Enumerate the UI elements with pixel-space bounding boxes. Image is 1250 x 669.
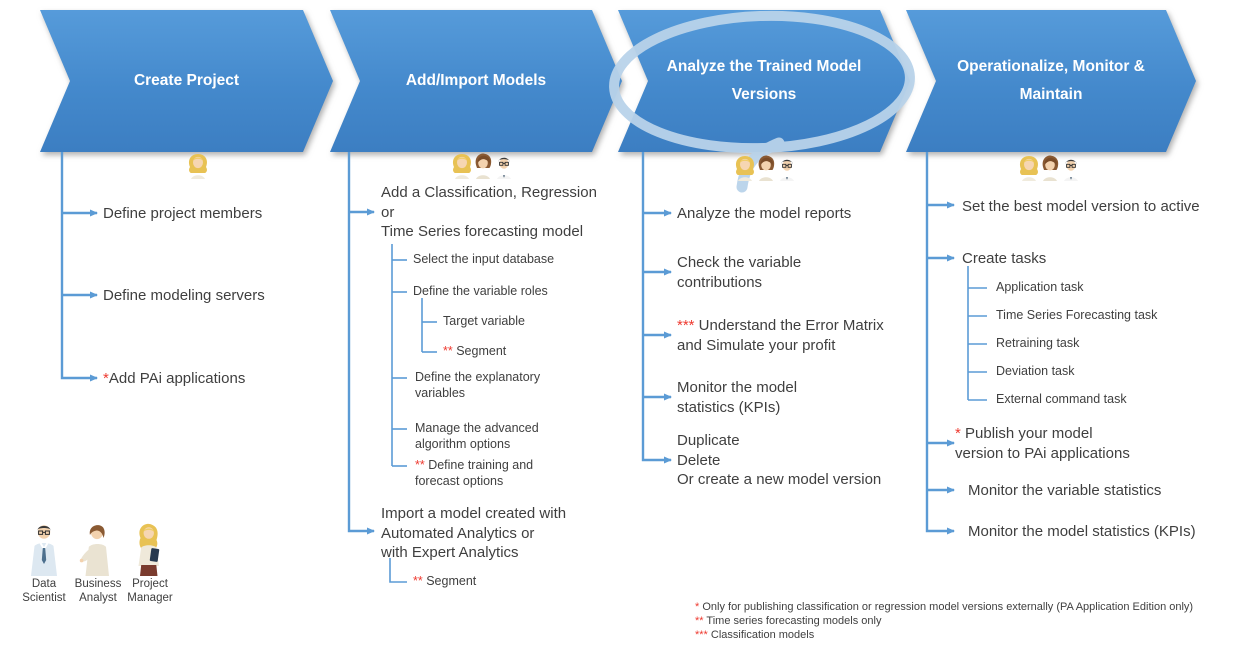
task-text: Add PAi applications — [108, 370, 246, 387]
footnote-text: Only for publishing classification or re… — [699, 601, 1194, 613]
task-text: Publish your model version to PAi applic… — [955, 425, 1130, 462]
stage-label: Analyze the Trained Model Versions — [666, 58, 862, 103]
data-scientist-icon — [1059, 153, 1083, 181]
task-text: Segment — [422, 574, 477, 588]
footnote-marker: ** — [415, 458, 425, 472]
task-item: Retraining task — [996, 336, 1079, 352]
task-item: Define project members — [103, 204, 262, 224]
footnote-marker: *** — [695, 629, 708, 641]
stage-chevron-add-import-models: Add/Import Models — [330, 10, 622, 152]
project-manager-icon — [186, 151, 210, 179]
task-item: Deviation task — [996, 364, 1075, 380]
footnote: * Only for publishing classification or … — [695, 601, 1193, 615]
footnote-marker: ** — [443, 344, 453, 358]
task-text: Application task — [996, 280, 1084, 294]
task-item: * Publish your model version to PAi appl… — [955, 424, 1130, 463]
project-manager-icon — [128, 522, 168, 576]
task-text: Duplicate Delete Or create a new model v… — [677, 432, 882, 488]
task-item: *Add PAi applications — [103, 369, 245, 389]
task-item: Analyze the model reports — [677, 204, 851, 224]
footnote-marker: ** — [695, 615, 704, 627]
task-text: Check the variable contributions — [677, 254, 802, 291]
data-scientist-icon — [775, 153, 799, 181]
task-item: Target variable — [443, 314, 525, 330]
footnote-marker: ** — [413, 574, 423, 588]
task-text: Monitor the variable statistics — [968, 482, 1162, 499]
data-scientist-icon — [492, 151, 516, 179]
task-text: Set the best model version to active — [962, 198, 1200, 215]
stage-label: Operationalize, Monitor & Maintain — [957, 58, 1145, 103]
task-item: External command task — [996, 392, 1127, 408]
task-item: Define the variable roles — [413, 284, 548, 300]
task-text: Define project members — [103, 205, 263, 222]
task-item: Check the variable contributions — [677, 253, 801, 292]
task-text: Define modeling servers — [103, 287, 265, 304]
footnote-marker: *** — [677, 317, 695, 334]
task-text: Monitor the model statistics (KPIs) — [968, 523, 1196, 540]
task-item: *** Understand the Error Matrix and Simu… — [677, 316, 884, 355]
data-scientist-icon — [24, 522, 64, 576]
task-text: Time Series Forecasting task — [996, 308, 1158, 322]
task-item: ** Segment — [443, 344, 506, 360]
task-text: Define the variable roles — [413, 284, 548, 298]
task-item: Import a model created with Automated An… — [381, 504, 566, 563]
footnote-marker: * — [103, 370, 109, 387]
task-item: Monitor the model statistics (KPIs) — [677, 378, 797, 417]
task-item: Monitor the variable statistics — [968, 481, 1161, 501]
task-text: Import a model created with Automated An… — [381, 505, 567, 561]
task-item: Select the input database — [413, 252, 554, 268]
task-item: Set the best model version to active — [962, 197, 1200, 217]
footnote-text: Time series forecasting models only — [703, 615, 882, 627]
legend-role-label: Business Analyst — [74, 578, 122, 604]
task-item: Create tasks — [962, 249, 1046, 269]
task-item: Duplicate Delete Or create a new model v… — [677, 431, 881, 490]
task-text: Target variable — [443, 314, 525, 328]
task-text: Understand the Error Matrix and Simulate… — [677, 317, 884, 354]
stage-chevron-create-project: Create Project — [40, 10, 333, 152]
task-text: Define training and forecast options — [415, 458, 534, 488]
task-item: Add a Classification, Regression or Time… — [381, 183, 597, 242]
footnote-marker: * — [955, 425, 961, 442]
legend-role-label: Project Manager — [127, 578, 173, 604]
stage-label: Create Project — [133, 72, 240, 89]
business-analyst-icon — [76, 522, 116, 576]
footnote: *** Classification models — [695, 629, 814, 643]
task-text: Create tasks — [962, 250, 1047, 267]
task-text: External command task — [996, 392, 1127, 406]
stage-label: Add/Import Models — [405, 72, 547, 89]
task-text: Monitor the model statistics (KPIs) — [677, 379, 798, 416]
task-text: Select the input database — [413, 252, 555, 266]
footnote-text: Classification models — [707, 629, 815, 641]
legend-role-label: Data Scientist — [22, 578, 66, 604]
footnote: ** Time series forecasting models only — [695, 615, 881, 629]
task-item: Monitor the model statistics (KPIs) — [968, 522, 1196, 542]
stage-chevron-operationalize: Operationalize, Monitor & Maintain — [906, 10, 1196, 152]
task-text: Segment — [452, 344, 507, 358]
task-text: Deviation task — [996, 364, 1075, 378]
task-item: Time Series Forecasting task — [996, 308, 1157, 324]
task-item: Define modeling servers — [103, 286, 265, 306]
task-text: Define the explanatory variables — [415, 370, 541, 400]
footnote-marker: * — [695, 601, 700, 613]
task-item: ** Define training and forecast options — [415, 458, 533, 489]
task-text: Retraining task — [996, 336, 1080, 350]
task-text: Manage the advanced algorithm options — [415, 421, 539, 451]
task-item: Manage the advanced algorithm options — [415, 421, 539, 452]
task-text: Add a Classification, Regression or Time… — [381, 184, 597, 240]
task-item: Application task — [996, 280, 1084, 296]
task-item: Define the explanatory variables — [415, 370, 540, 401]
task-text: Analyze the model reports — [677, 205, 852, 222]
task-item: ** Segment — [413, 574, 476, 590]
